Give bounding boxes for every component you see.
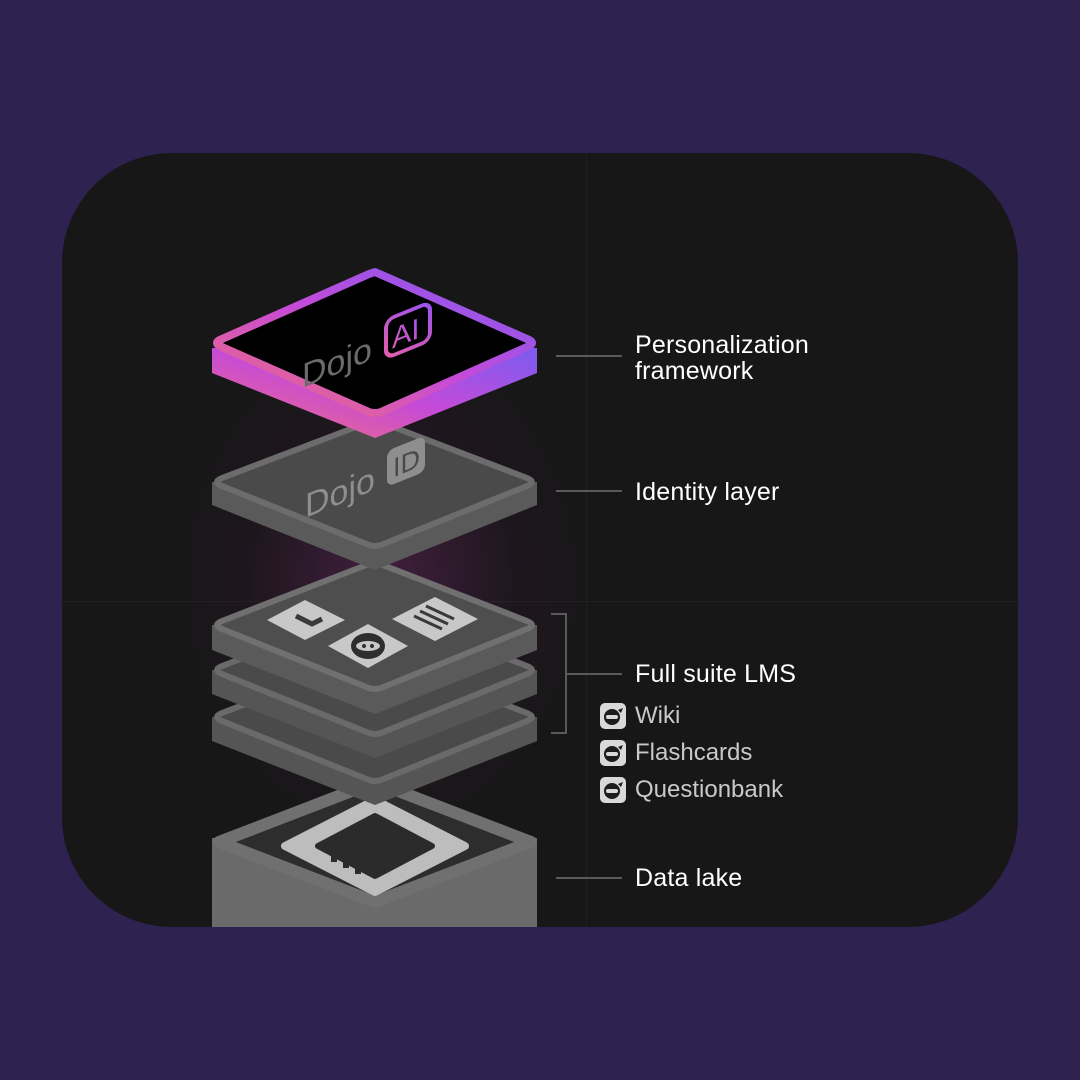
identity-tile: Dojo ID xyxy=(212,417,537,570)
label-datalake: Data lake xyxy=(635,864,743,892)
ninja-icon xyxy=(600,777,626,803)
lms-item-wiki: Wiki xyxy=(600,702,680,730)
ninja-icon xyxy=(328,624,408,668)
ninja-icon xyxy=(600,740,626,766)
lms-item-flashcards: Flashcards xyxy=(600,739,752,767)
lms-bracket xyxy=(551,613,567,734)
label-identity: Identity layer xyxy=(635,478,780,506)
lms-tile-1 xyxy=(212,559,537,714)
document-icon xyxy=(392,597,478,641)
lms-item-label: Wiki xyxy=(635,702,681,729)
chip-icon xyxy=(281,796,469,896)
personalization-tile: Dojo AI xyxy=(212,268,537,438)
label-line: framework xyxy=(635,357,754,385)
lms-item-label: Flashcards xyxy=(635,739,753,766)
lms-item-questionbank: Questionbank xyxy=(600,776,783,804)
label-personalization: Personalization framework xyxy=(635,332,809,384)
label-line: Personalization xyxy=(635,331,809,359)
calendar-icon xyxy=(267,600,345,640)
label-lms: Full suite LMS xyxy=(635,660,797,688)
lms-item-label: Questionbank xyxy=(635,776,784,803)
data-lake-tile xyxy=(212,776,537,927)
ninja-icon xyxy=(600,703,626,729)
